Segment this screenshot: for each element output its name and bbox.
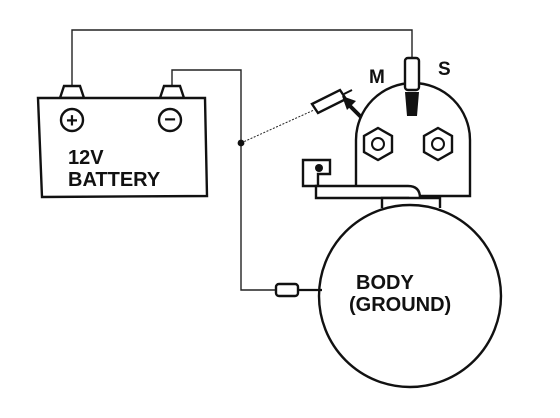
battery-label-line2: BATTERY [68,169,161,191]
battery-post-positive [58,84,86,100]
wire-probe-lead [240,109,315,144]
positive-terminal-icon [59,107,85,133]
body-label-line1: BODY [356,272,414,294]
terminal-s-label: S [438,59,451,80]
junction-dot [237,139,245,147]
wire-positive-to-s-terminal [71,29,413,86]
strap-bracket [301,158,332,188]
negative-terminal-symbol: − [164,109,176,131]
test-probe [310,88,368,124]
positive-terminal-symbol: + [66,110,78,132]
solenoid-housing [354,81,472,198]
wiring [71,29,413,291]
probe-body [310,88,348,115]
motor-body: BODY (GROUND) [317,203,503,389]
terminal-stud [431,137,445,151]
solenoid: M S [354,56,472,198]
motor-body-circle [317,203,503,389]
probe-tip [343,89,353,95]
strap-bolt [315,164,323,172]
arrow-head-icon [342,96,356,110]
ground-clip-body [274,282,300,298]
s-terminal-connector [403,56,421,92]
battery-label-line1: 12V [68,147,104,169]
wire-negative-to-junction [171,69,276,291]
ground-clip [274,282,322,298]
battery: + − 12V BATTERY [36,84,209,199]
terminal-m-label: M [369,67,385,88]
s-terminal-spade [405,92,419,116]
battery-post-negative [158,84,186,100]
m-terminal-stud [371,137,385,151]
body-label-line2: (GROUND) [349,294,451,316]
negative-terminal-icon [157,107,183,133]
